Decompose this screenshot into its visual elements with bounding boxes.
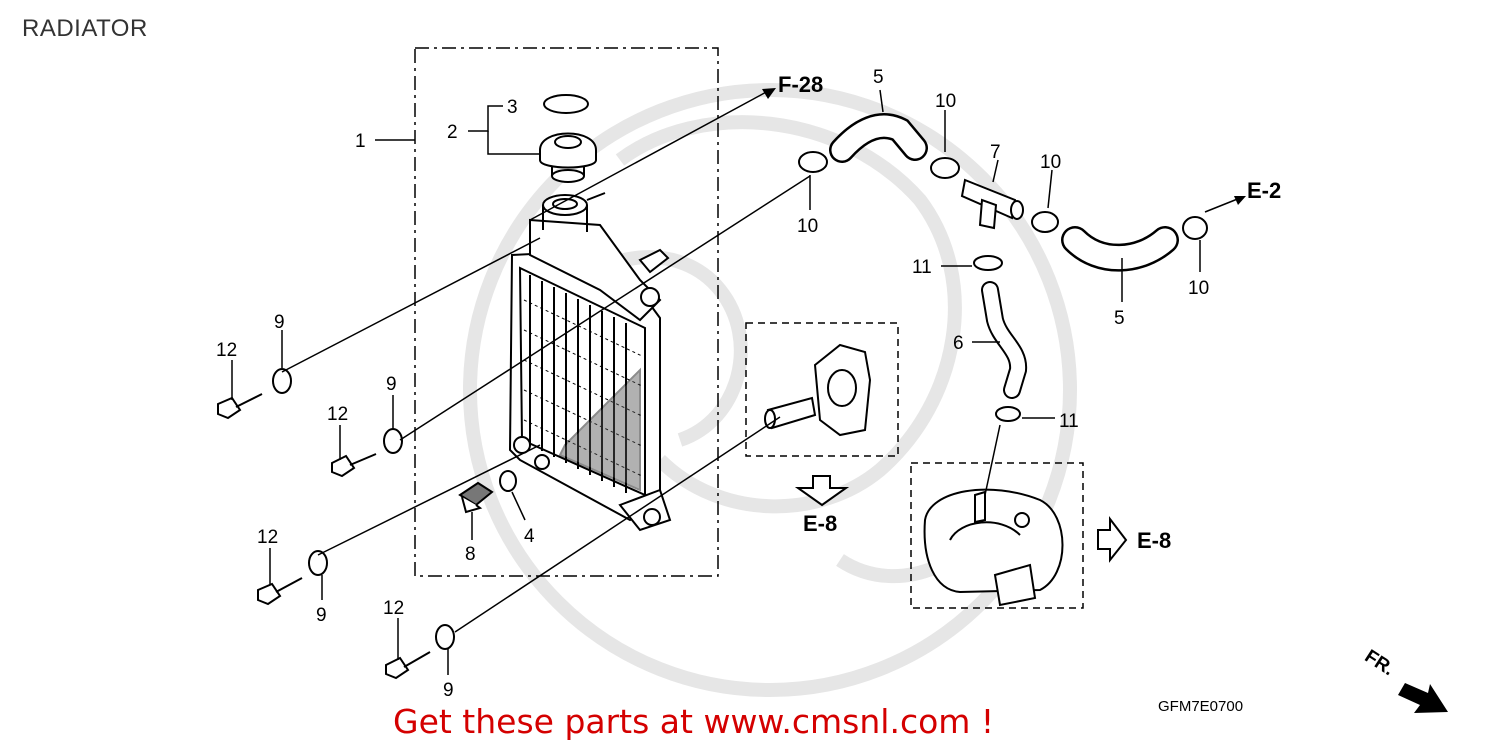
drawing-code: GFM7E0700: [1158, 698, 1244, 715]
ref-f28: F-28: [778, 72, 823, 97]
e8-down-arrow: [794, 475, 850, 507]
bolts-and-washers: [217, 368, 455, 680]
arrow-to-f28: [762, 88, 776, 99]
callout-2: 2: [447, 122, 458, 143]
callout-10-upper: 10: [935, 91, 956, 112]
callout-10-right: 10: [1040, 152, 1061, 173]
drain-bolt: [458, 470, 517, 514]
hose-clamps: [798, 151, 1208, 422]
callout-9-a: 9: [274, 312, 285, 333]
callout-8: 8: [465, 544, 476, 565]
radiator-assembly-boundary: [414, 47, 719, 577]
callout-11-upper: 11: [912, 257, 932, 278]
callout-4: 4: [524, 526, 535, 547]
callout-7: 7: [990, 142, 1001, 163]
front-direction-arrow: [1398, 683, 1448, 713]
front-marker: FR.: [1361, 646, 1398, 680]
callout-9-d: 9: [443, 680, 454, 701]
radiator-cap: [539, 132, 597, 183]
water-outlet-assembly: [745, 322, 899, 457]
e8-right-arrow: [1097, 516, 1128, 563]
diagram-title: RADIATOR: [22, 15, 148, 42]
callout-12-d: 12: [383, 598, 404, 619]
ref-e8-left: E-8: [803, 511, 837, 536]
callout-5-upper: 5: [873, 67, 884, 88]
callout-10-far: 10: [1188, 278, 1209, 299]
cap-seal: [543, 94, 589, 114]
callout-9-b: 9: [386, 374, 397, 395]
callout-11-lower: 11: [1059, 411, 1079, 432]
footer-link-text: Get these parts at www.cmsnl.com !: [393, 702, 995, 741]
hose-joint: [960, 178, 1024, 230]
callout-1: 1: [355, 131, 366, 152]
leader-lines: [231, 89, 1241, 675]
callout-3: 3: [507, 97, 518, 118]
arrow-to-e2: [1234, 196, 1246, 205]
ref-e8-right: E-8: [1137, 528, 1171, 553]
callout-12-b: 12: [327, 404, 348, 425]
callout-12-a: 12: [216, 340, 237, 361]
callout-9-c: 9: [316, 605, 327, 626]
callout-12-c: 12: [257, 527, 278, 548]
callout-5-lower: 5: [1114, 308, 1125, 329]
radiator-body: [508, 192, 672, 532]
callout-6: 6: [953, 333, 964, 354]
ref-e2: E-2: [1247, 178, 1281, 203]
thermostat-housing-assembly: [910, 462, 1084, 609]
callout-10-left: 10: [797, 216, 818, 237]
